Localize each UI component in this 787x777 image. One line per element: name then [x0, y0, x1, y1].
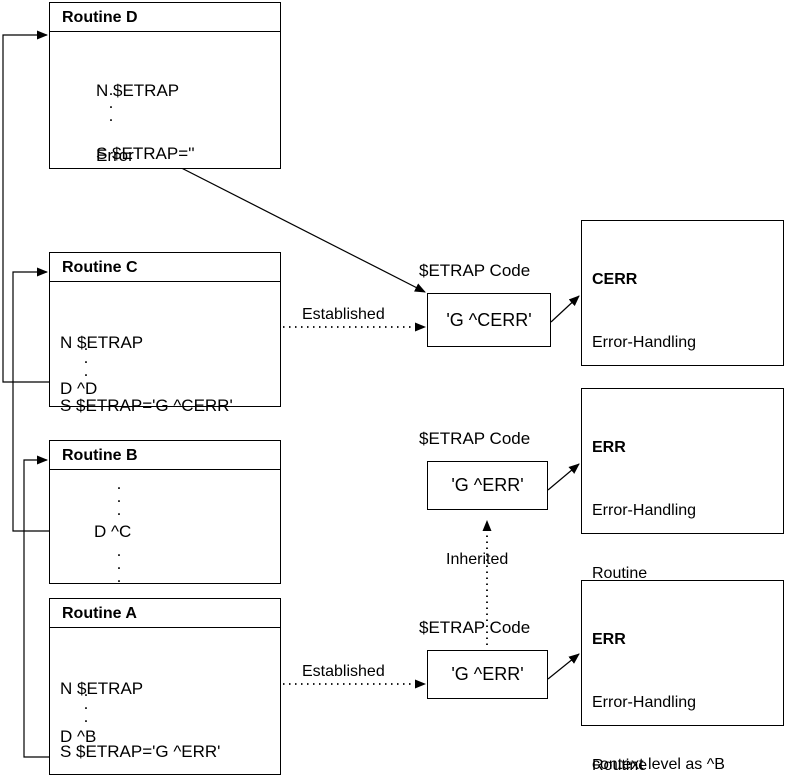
etrap-code-caption-middle: $ETRAP Code	[419, 429, 531, 448]
handler-cerr-name: CERR	[592, 271, 638, 288]
etrap-code-box-cerr[interactable]: 'G ^CERR'	[427, 293, 551, 347]
routine-b-dots-upper: . . .	[116, 474, 122, 519]
handler-err-a-subtitle-1: Error-Handling	[592, 694, 697, 711]
handler-cerr-box[interactable]: CERR Error-Handling Routine Invoked at t…	[581, 220, 784, 605]
routine-a-body: N $ETRAP S $ETRAP='G ^ERR'	[50, 628, 280, 777]
routine-a-last-line: D ^B	[60, 727, 97, 746]
inherited-label: Inherited	[446, 551, 509, 568]
routine-c-box[interactable]: Routine C N $ETRAP S $ETRAP='G ^CERR' . …	[49, 252, 281, 415]
routine-c-dots: . . .	[83, 335, 89, 380]
routine-d-line-2: S $ETRAP=''	[96, 144, 195, 163]
routine-c-title: Routine C	[50, 253, 280, 282]
handler-err-b-subtitle-2: Routine	[592, 565, 648, 582]
etrap-code-value-cerr: 'G ^CERR'	[446, 309, 532, 330]
invoke-arrow-cerr	[550, 295, 580, 323]
routine-b-dots-lower: . . .	[116, 541, 122, 586]
etrap-code-value-err-a: 'G ^ERR'	[451, 664, 524, 684]
handler-err-b-header: ERR Error-Handling Routine	[582, 389, 783, 631]
routine-a-box[interactable]: Routine A N $ETRAP S $ETRAP='G ^ERR' . .…	[49, 598, 281, 775]
handler-cerr-subtitle-1: Error-Handling	[592, 334, 697, 351]
etrap-code-caption-bottom: $ETRAP Code	[419, 618, 531, 637]
handler-err-a-subtitle-2: Routine	[592, 757, 648, 774]
routine-a-line-1: N $ETRAP	[60, 679, 144, 698]
routine-b-title: Routine B	[50, 441, 280, 470]
routine-a-line-2: S $ETRAP='G ^ERR'	[60, 742, 221, 761]
handler-err-b-note-2: context level as ^B	[592, 756, 725, 773]
routine-d-last-line: Error	[96, 146, 134, 165]
established-label-bottom: Established	[302, 663, 385, 680]
routine-a-dots: . . .	[83, 681, 89, 726]
routine-c-line-2: S $ETRAP='G ^CERR'	[60, 396, 233, 415]
etrap-code-caption-top: $ETRAP Code	[419, 261, 531, 280]
established-label-top: Established	[302, 306, 385, 323]
routine-c-body: N $ETRAP S $ETRAP='G ^CERR'	[50, 282, 280, 458]
routine-c-line-1: N $ETRAP	[60, 333, 144, 352]
handler-err-a-header: ERR Error-Handling Routine	[582, 581, 783, 777]
handler-err-b-name: ERR	[592, 439, 626, 456]
handler-err-b-subtitle-1: Error-Handling	[592, 502, 697, 519]
routine-d-dots: . . .	[108, 80, 114, 125]
routine-d-title: Routine D	[50, 3, 280, 32]
handler-err-a-name: ERR	[592, 631, 626, 648]
routine-b-last-line: D ^C	[94, 522, 132, 541]
routine-a-title: Routine A	[50, 599, 280, 628]
etrap-code-box-err-b[interactable]: 'G ^ERR'	[427, 461, 548, 510]
routine-d-box[interactable]: Routine D N $ETRAP S $ETRAP='' . . . Err…	[49, 2, 281, 169]
handler-err-b-box[interactable]: ERR Error-Handling Routine Invoked at th…	[581, 388, 784, 773]
routine-d-line-1: N $ETRAP	[96, 81, 180, 100]
invoke-arrow-err-a	[547, 653, 580, 680]
invoke-arrow-err-b	[547, 463, 580, 491]
etrap-code-box-err-a[interactable]: 'G ^ERR'	[427, 650, 548, 699]
etrap-code-value-err-b: 'G ^ERR'	[451, 475, 524, 495]
routine-d-body: N $ETRAP S $ETRAP=''	[50, 32, 280, 206]
routine-b-box[interactable]: Routine B . . . D ^C . . .	[49, 440, 281, 586]
routine-c-last-line: D ^D	[60, 379, 98, 398]
handler-err-a-box[interactable]: ERR Error-Handling Routine Invoked at th…	[581, 580, 784, 774]
